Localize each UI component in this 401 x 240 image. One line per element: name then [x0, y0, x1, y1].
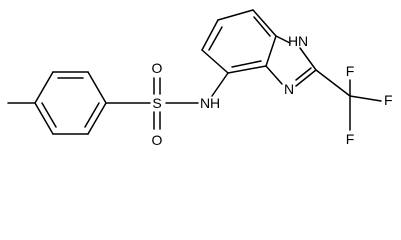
sulfonyl-group: [153, 77, 199, 130]
benzimidazole-group: [201, 9, 382, 131]
ring-bond: [252, 9, 277, 37]
ring-double-bond: [84, 102, 100, 128]
tolyl-group: [7, 71, 151, 135]
ring-bond: [87, 102, 107, 135]
fluorine-top-label: F: [346, 63, 355, 79]
ring-bond: [201, 19, 219, 51]
ring-bond: [227, 65, 267, 74]
fluorine-bottom-label: F: [346, 131, 355, 147]
ring-double-bond: [231, 60, 262, 68]
ring-bond: [201, 49, 229, 74]
ring-bond: [275, 35, 291, 44]
structure-diagram: S O O N H H N N F F F: [7, 9, 393, 148]
ring-double-bond: [41, 102, 57, 128]
imidazole-nitrogen-label: N: [284, 81, 294, 97]
sulfur-label: S: [152, 95, 161, 111]
amide-nitrogen-label: N: [200, 95, 210, 111]
carbon-cf3-bond: [315, 69, 351, 97]
carbon-fluorine-bond: [349, 95, 382, 102]
nitrogen-carbon-bond: [211, 72, 229, 97]
amide-hydrogen-label: H: [210, 95, 220, 111]
ring-double-bond: [295, 67, 312, 81]
ring-bond: [299, 47, 317, 71]
imidazole-hydrogen-label: H: [288, 33, 298, 49]
oxygen-top-label: O: [152, 60, 163, 76]
ring-bond: [265, 35, 277, 67]
oxygen-bottom-label: O: [152, 132, 163, 148]
ring-double-bond: [295, 69, 317, 87]
ring-bond: [34, 71, 54, 104]
fluorine-right-label: F: [384, 92, 393, 108]
ring-bond: [265, 65, 283, 85]
ring-double-bond: [208, 26, 223, 51]
ring-bond: [87, 71, 107, 104]
ring-double-bond: [253, 16, 271, 37]
ring-bond: [34, 102, 54, 135]
ring-bond: [217, 9, 254, 21]
imidazole-nh-nitrogen-label: N: [298, 33, 308, 49]
